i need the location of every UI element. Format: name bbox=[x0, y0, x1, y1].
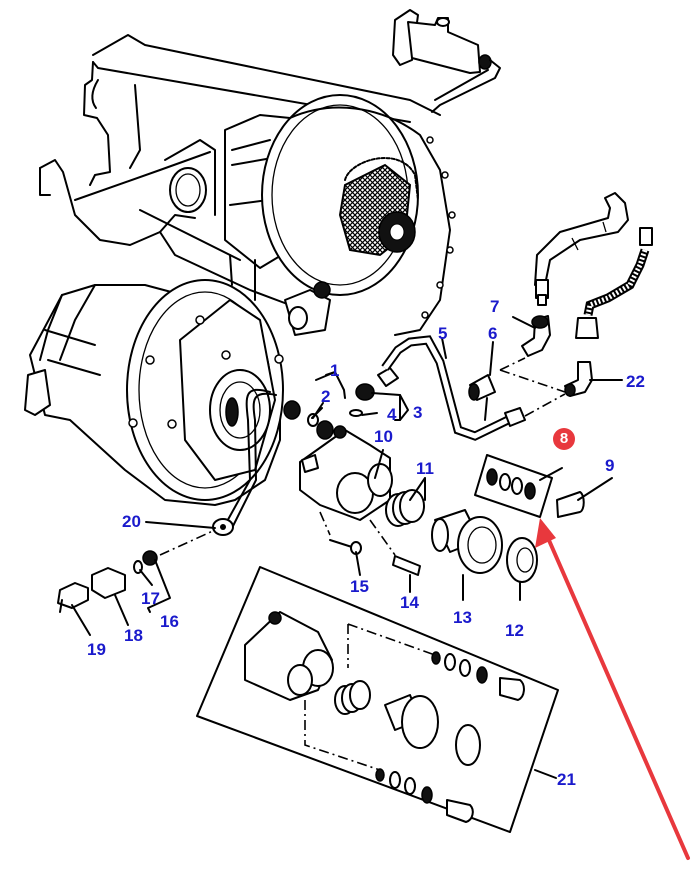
pipe-5 bbox=[381, 335, 526, 441]
clutch-housing-lower bbox=[24, 279, 284, 536]
release-bearing-12 bbox=[506, 537, 538, 583]
callout-21[interactable]: 21 bbox=[557, 770, 576, 789]
callout-11[interactable]: 11 bbox=[416, 459, 434, 478]
callout-15[interactable]: 15 bbox=[350, 577, 369, 596]
seal-kit-8 bbox=[474, 454, 553, 518]
spring-11 bbox=[385, 489, 425, 527]
slave-cylinder-10 bbox=[299, 425, 393, 521]
callout-9[interactable]: 9 bbox=[605, 456, 615, 475]
callout-17[interactable]: 17 bbox=[141, 589, 160, 608]
highlight-arrow bbox=[535, 518, 690, 860]
callout-7[interactable]: 7 bbox=[490, 297, 500, 316]
release-bearing-carrier-13 bbox=[431, 509, 503, 574]
callout-20[interactable]: 20 bbox=[122, 512, 141, 531]
kit-21-frame bbox=[196, 566, 559, 833]
callout-10[interactable]: 10 bbox=[374, 427, 393, 446]
fittings-16-20 bbox=[57, 529, 216, 613]
callout-8-highlighted[interactable]: 8 bbox=[553, 428, 575, 450]
callout-12[interactable]: 12 bbox=[505, 621, 524, 640]
callout-4[interactable]: 4 bbox=[387, 405, 397, 424]
callout-2[interactable]: 2 bbox=[321, 387, 331, 406]
hydraulic-hoses bbox=[534, 192, 653, 339]
callout-19[interactable]: 19 bbox=[87, 640, 106, 659]
bolts-14-15 bbox=[319, 511, 421, 576]
callout-1[interactable]: 1 bbox=[330, 361, 340, 380]
callout-14[interactable]: 14 bbox=[400, 593, 419, 612]
callout-3[interactable]: 3 bbox=[413, 403, 423, 422]
callout-22[interactable]: 22 bbox=[626, 372, 645, 391]
fittings-6-7-22 bbox=[468, 315, 593, 421]
clutch-master-cylinder bbox=[392, 9, 501, 113]
callout-6[interactable]: 6 bbox=[488, 324, 498, 343]
fittings-group-1-4 bbox=[283, 367, 401, 440]
callout-16[interactable]: 16 bbox=[160, 612, 179, 631]
callout-13[interactable]: 13 bbox=[453, 608, 472, 627]
plug-9 bbox=[556, 491, 585, 518]
transmission-housing-upper bbox=[39, 34, 456, 336]
callout-18[interactable]: 18 bbox=[124, 626, 143, 645]
callout-5[interactable]: 5 bbox=[438, 324, 448, 343]
leader-lines bbox=[71, 316, 623, 779]
